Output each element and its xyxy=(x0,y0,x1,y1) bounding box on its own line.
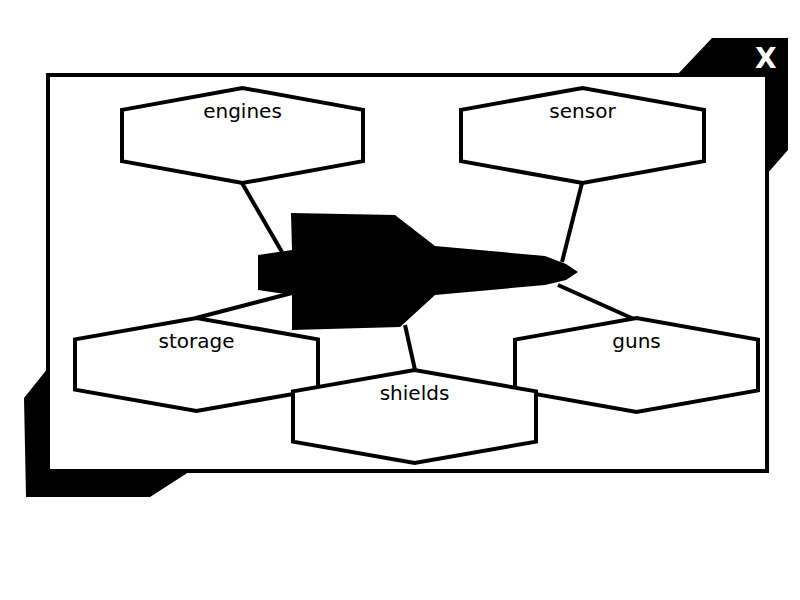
hex-module: sensor xyxy=(461,88,704,183)
hex-module: shields xyxy=(293,370,536,463)
module-label: engines xyxy=(122,88,363,123)
panel-frame xyxy=(48,75,767,471)
module-label: shields xyxy=(293,370,536,405)
hex-module: storage xyxy=(75,318,318,411)
module-label: storage xyxy=(75,318,318,353)
hex-module: engines xyxy=(122,88,363,183)
ship-silhouette xyxy=(258,213,578,330)
module-label: guns xyxy=(515,318,758,353)
hex-module: guns xyxy=(515,318,758,412)
module-label: sensor xyxy=(461,88,704,123)
close-button: X xyxy=(755,45,777,73)
